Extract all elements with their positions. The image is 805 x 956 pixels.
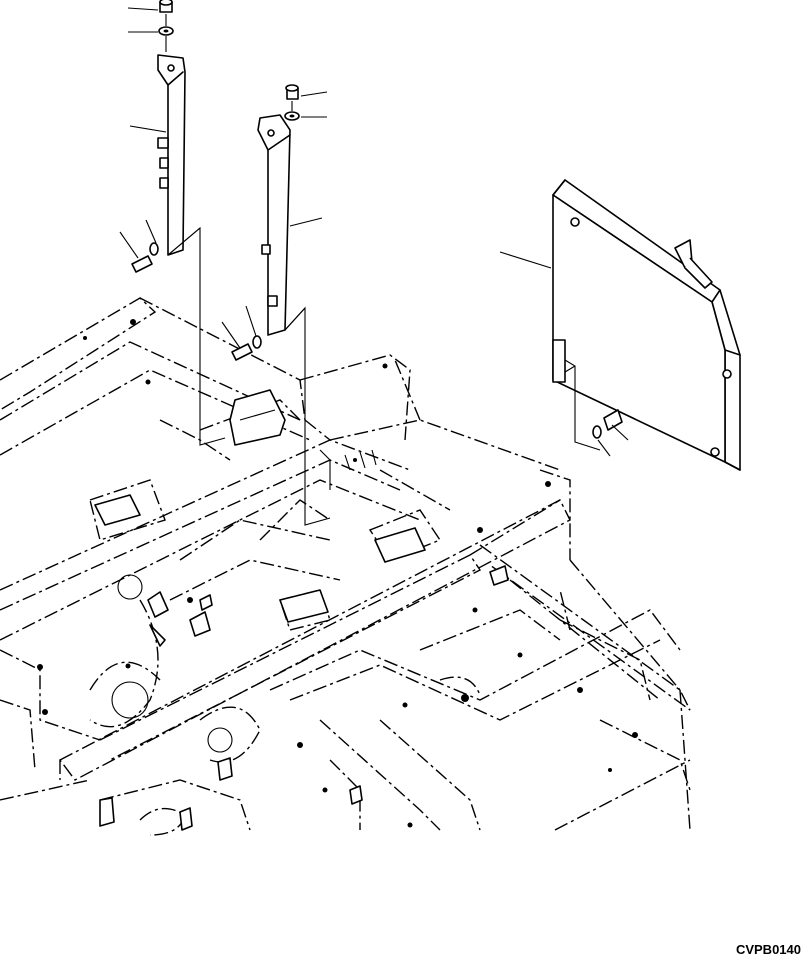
- bolt-and-washer-middle-lower: [221, 305, 262, 361]
- right-cover-panel: [499, 179, 741, 471]
- bolt-and-washer-top-left: [127, 0, 174, 52]
- bolt-and-washer-left-lower: [119, 219, 159, 273]
- left-cover-plate: [129, 54, 226, 446]
- middle-cover-plate: [257, 114, 331, 526]
- frame-brackets: [94, 389, 509, 831]
- bolt-and-washer-middle: [284, 84, 328, 121]
- revolving-frame-outline: [0, 297, 691, 836]
- drawing-code: CVPB0140: [736, 942, 801, 956]
- bolt-and-washer-right: [592, 409, 629, 457]
